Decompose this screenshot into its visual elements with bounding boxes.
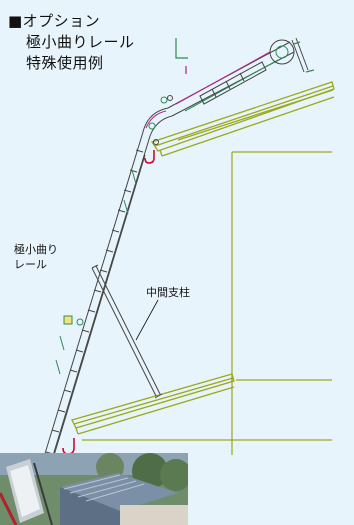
rail-fittings: [55, 95, 173, 375]
main-rail: [39, 131, 151, 473]
drive-unit: [175, 37, 315, 74]
upper-roof: [150, 81, 335, 157]
curved-rail-label-line2: レール: [14, 258, 47, 271]
heading-usage: 特殊使用例: [26, 54, 104, 72]
support-post-label: 中間支柱: [146, 286, 190, 299]
lower-roof: [71, 373, 235, 435]
house-photo: [0, 453, 188, 525]
heading-title: ■オプション: [8, 12, 101, 30]
heading: ■オプション 極小曲りレール 特殊使用例: [8, 11, 135, 74]
curved-rail: [142, 107, 173, 137]
heading-subtitle: 極小曲りレール: [26, 33, 135, 51]
curved-rail-label: 極小曲り レール: [14, 242, 58, 272]
house-photo-illustration: [0, 453, 188, 525]
curved-rail-label-line1: 極小曲り: [14, 243, 58, 256]
house-wall: [82, 151, 332, 455]
support-post-leader: [135, 299, 159, 341]
support-post: [91, 264, 163, 399]
